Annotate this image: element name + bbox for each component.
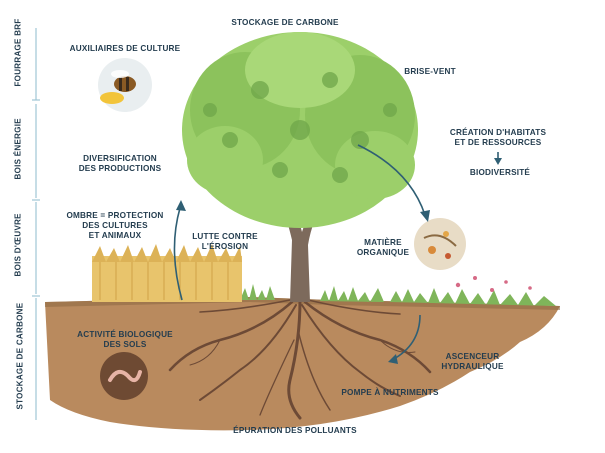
label-ombre: OMBRE = PROTECTION DES CULTURES ET ANIMA… (66, 211, 164, 240)
tree-canopy (182, 32, 418, 228)
side-axis-label-stockage: STOCKAGE DE CARBONE (15, 302, 25, 410)
grass (240, 284, 556, 306)
label-stockage-carbone: STOCKAGE DE CARBONE (231, 18, 339, 27)
label-ascenseur: ASCENCEUR HYDRAULIQUE (441, 352, 504, 371)
label-activite-sols: ACTIVITÉ BIOLOGIQUE DES SOLS (77, 330, 173, 349)
side-axis-label-bois-energie: BOIS ÉNERGIE (13, 118, 23, 180)
side-axis-label-fourrage: FOURRAGE BRF (13, 18, 23, 87)
organic-matter-illustration (414, 218, 466, 270)
soil-cross-section (45, 297, 560, 431)
tree-roots (168, 298, 432, 420)
label-habitats: CRÉATION D'HABITATS ET DE RESSOURCES (449, 128, 547, 147)
side-axis-lines (32, 28, 40, 420)
wildflowers (455, 276, 532, 292)
label-auxiliaires: AUXILIAIRES DE CULTURE (69, 44, 181, 53)
label-biodiversite: BIODIVERSITÉ (469, 168, 531, 177)
label-brise-vent: BRISE-VENT (404, 67, 456, 76)
wheat-crop (92, 244, 242, 302)
earthworm-illustration (100, 352, 148, 400)
label-diversification: DIVERSIFICATION DES PRODUCTIONS (78, 154, 162, 173)
arrow-erosion (173, 207, 183, 301)
label-pompe: POMPE À NUTRIMENTS (341, 388, 439, 397)
arrow-canopy-to-matter (357, 144, 426, 216)
bee-illustration (98, 58, 152, 112)
label-lutte-erosion: LUTTE CONTRE L'ÉROSION (192, 232, 258, 251)
side-axis-label-bois-oeuvre: BOIS D'ŒUVRE (13, 213, 23, 277)
label-matiere-organique: MATIÈRE ORGANIQUE (356, 238, 410, 257)
label-epuration: ÉPURATION DES POLLUANTS (233, 426, 357, 435)
